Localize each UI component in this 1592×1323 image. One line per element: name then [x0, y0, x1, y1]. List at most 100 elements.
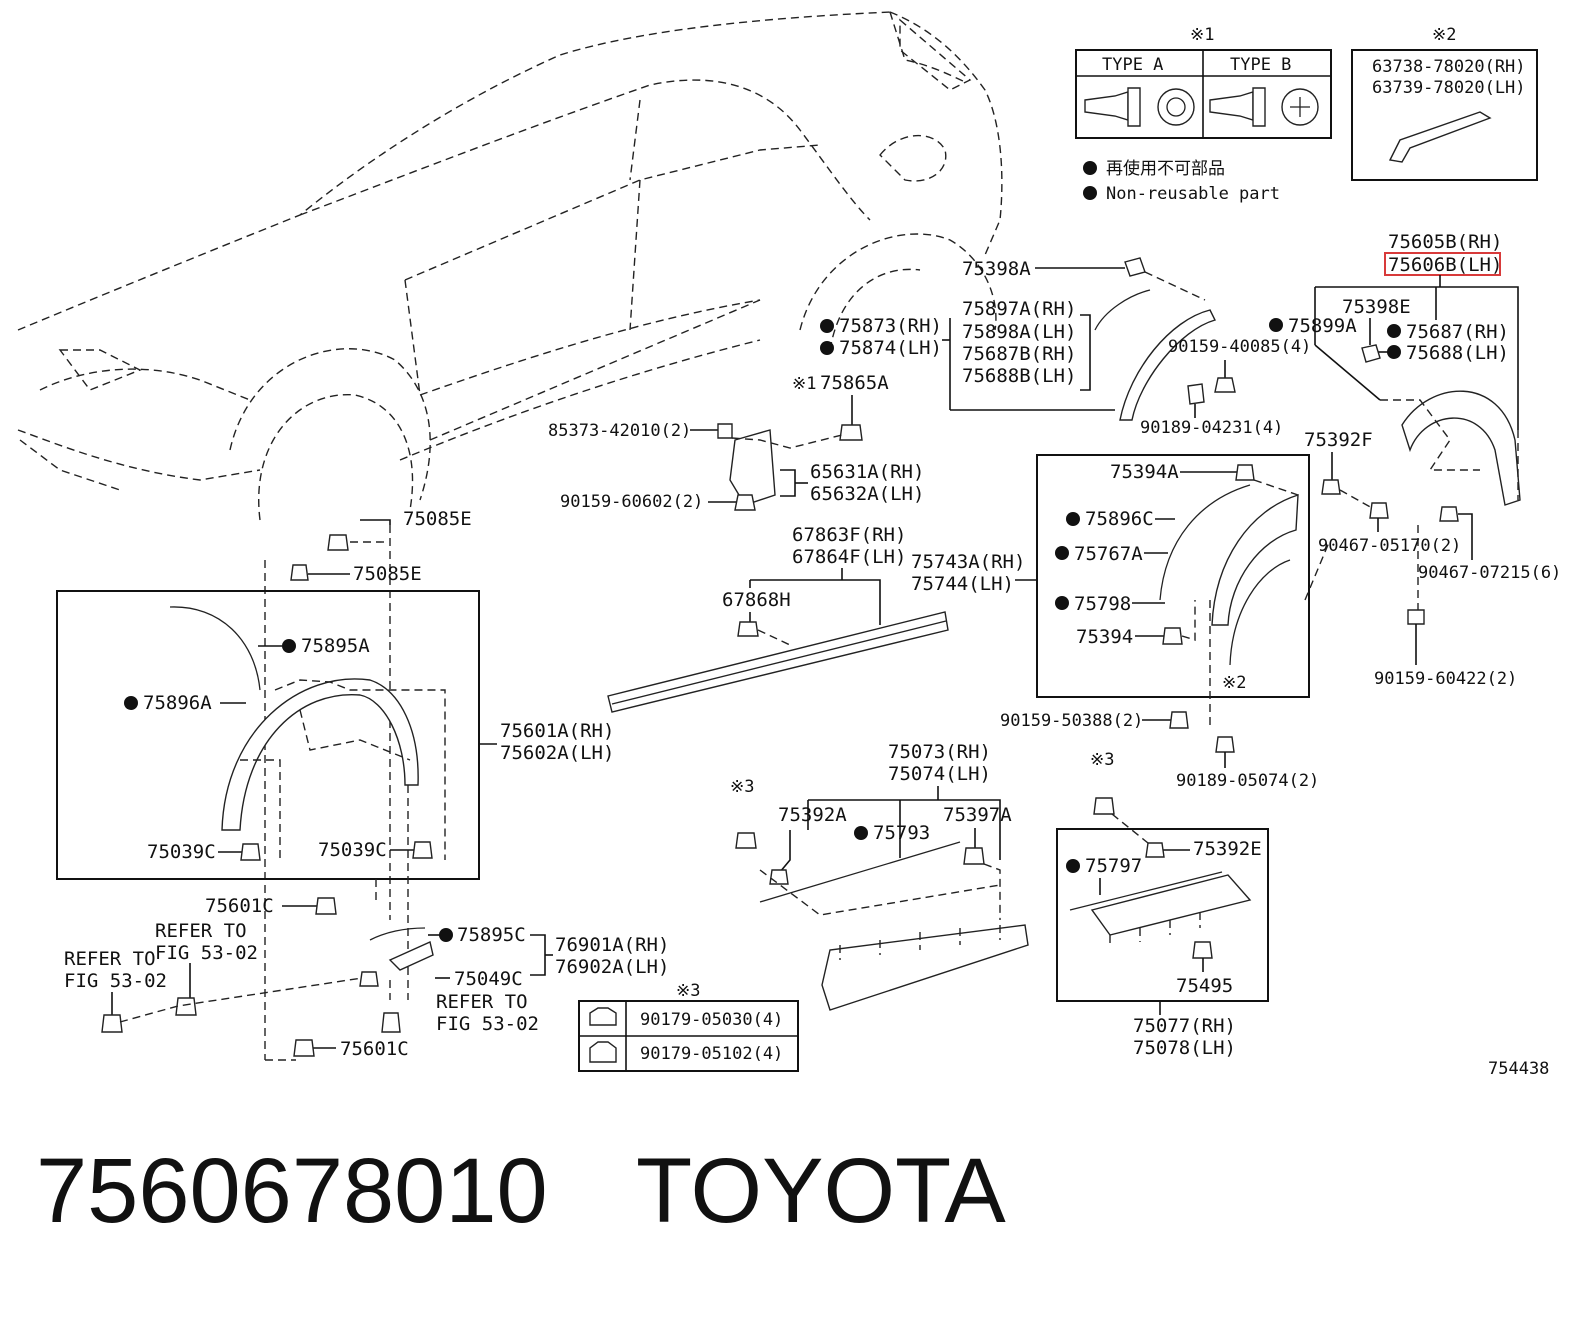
label-75896A: 75896A — [143, 692, 212, 714]
note2-ref-mark: ※2 — [1222, 673, 1246, 693]
refer-label-b: REFER TO — [64, 948, 156, 970]
label-75687: 75687(RH) — [1406, 321, 1509, 343]
clip-icon — [1361, 344, 1381, 363]
label-75392F: 75392F — [1304, 429, 1373, 451]
note1-ref-mark: ※1 — [792, 374, 816, 394]
arch-moulding-group: 75398A 75897A(RH) 75898A(LH) 75687B(RH) … — [820, 257, 1311, 438]
rear-rocker-extension-part — [1090, 874, 1252, 936]
label-90159-50388: 90159-50388(2) — [1000, 711, 1143, 731]
label-75797: 75797 — [1085, 855, 1142, 877]
nut-icon — [735, 832, 757, 849]
label-75873: 75873(RH) — [839, 315, 942, 337]
label-75073: 75073(RH) — [888, 741, 991, 763]
clip-icon — [1145, 842, 1165, 858]
right-clips: 75392F 90467-05170(2) 90467-07215(6) 901… — [1304, 429, 1561, 689]
clip-icon — [737, 621, 759, 637]
clip-type-b-icon — [1209, 87, 1319, 127]
front-fender-flare-part — [221, 678, 419, 831]
label-75601A: 75601A(RH) — [500, 720, 614, 742]
label-75865A: 75865A — [820, 372, 889, 394]
label-90159-40085: 90159-40085(4) — [1168, 337, 1311, 357]
note1-legend: ※1 TYPE A TYPE B 再使用不可部品 Non-reusable pa… — [1075, 25, 1332, 204]
note3-mark: ※3 — [676, 981, 700, 1001]
label-67864F: 67864F(LH) — [792, 546, 906, 568]
label-76902A: 76902A(LH) — [555, 956, 669, 978]
mudguard-group: 75394A 75896C 75767A 75798 75394 ※2 7574… — [911, 454, 1310, 698]
screw-icon — [734, 494, 756, 511]
highlight-box — [1384, 252, 1501, 276]
label-75602A: 75602A(LH) — [500, 742, 614, 764]
part-number-caption: 7560678010 — [36, 1140, 548, 1242]
nut-icon — [1093, 797, 1115, 815]
nut-icon — [589, 1007, 617, 1026]
label-75897A: 75897A(RH) — [962, 298, 1076, 320]
clip-icon — [412, 841, 433, 859]
note3-ref-mark-a: ※3 — [730, 777, 754, 797]
lower-clips: 90159-50388(2) 90189-05074(2) — [1000, 600, 1319, 791]
label-85373: 85373-42010(2) — [548, 421, 691, 441]
note3-row-2: 90179-05102(4) — [640, 1044, 783, 1064]
moulding-strip-icon — [1388, 111, 1492, 163]
clip-type-a-icon — [1084, 87, 1195, 127]
screw-icon — [1439, 506, 1459, 522]
screw-icon — [1407, 609, 1425, 625]
mudguard-part — [1211, 494, 1299, 626]
clip-icon — [717, 423, 733, 439]
clip-icon — [769, 869, 789, 885]
clip-icon — [290, 564, 309, 581]
rear-fender-flare-group: 75605B(RH) 75606B(LH) 75398E 75899A 7568… — [1269, 231, 1521, 506]
label-75898A: 75898A(LH) — [962, 321, 1076, 343]
screw-icon — [1214, 377, 1236, 393]
label-75767A: 75767A — [1074, 543, 1143, 565]
note3-ref-mark-b: ※3 — [1090, 750, 1114, 770]
note2-part-lh: 63739-78020(LH) — [1372, 78, 1526, 98]
clip-icon — [963, 847, 985, 865]
note3-row-1: 90179-05030(4) — [640, 1010, 783, 1030]
rocker-moulding-group: 67863F(RH) 67864F(LH) 67868H — [607, 524, 949, 713]
arch-moulding-part — [1119, 309, 1217, 421]
type-b-label: TYPE B — [1230, 55, 1291, 75]
label-75601C-b: 75601C — [340, 1038, 409, 1060]
label-75895A: 75895A — [301, 635, 370, 657]
label-75039C-b: 75039C — [318, 839, 387, 861]
refer-label-c: REFER TO — [436, 991, 528, 1013]
label-75074: 75074(LH) — [888, 763, 991, 785]
label-67868H: 67868H — [722, 589, 791, 611]
label-75398E: 75398E — [1342, 296, 1411, 318]
label-75397A: 75397A — [943, 804, 1012, 826]
note2-mark: ※2 — [1432, 25, 1456, 45]
label-90159-60602: 90159-60602(2) — [560, 492, 703, 512]
refer-label-a: REFER TO — [155, 920, 247, 942]
label-75605B: 75605B(RH) — [1388, 231, 1502, 253]
rear-lower-group: ※3 75797 75392E 75495 75077(RH) 75078(LH… — [1056, 750, 1269, 1059]
label-75495: 75495 — [1176, 975, 1233, 997]
label-75601C-a: 75601C — [205, 895, 274, 917]
label-75394A: 75394A — [1110, 461, 1179, 483]
screw-icon — [327, 534, 349, 551]
clip-icon — [315, 897, 337, 915]
bracket-part — [729, 429, 776, 506]
bracket-group: ※1 75865A 85373-42010(2) 65631A(RH) 6563… — [548, 372, 924, 512]
label-75798: 75798 — [1074, 593, 1131, 615]
label-75793: 75793 — [873, 822, 930, 844]
label-76901A: 76901A(RH) — [555, 934, 669, 956]
label-90189-05074: 90189-05074(2) — [1176, 771, 1319, 791]
nonreusable-jp: 再使用不可部品 — [1106, 158, 1225, 179]
nonreusable-en: Non-reusable part — [1106, 184, 1280, 204]
label-75085E-a: 75085E — [403, 508, 472, 530]
label-75049C: 75049C — [454, 968, 523, 990]
grommet-icon — [175, 997, 197, 1016]
screw-icon — [1369, 502, 1389, 519]
nut-icon — [589, 1041, 617, 1063]
label-75077: 75077(RH) — [1133, 1015, 1236, 1037]
clip-icon — [839, 424, 863, 441]
label-75078: 75078(LH) — [1133, 1037, 1236, 1059]
label-75687B: 75687B(RH) — [962, 343, 1076, 365]
label-75744: 75744(LH) — [911, 573, 1014, 595]
clip-icon — [240, 843, 261, 861]
label-90467-07215: 90467-07215(6) — [1418, 563, 1561, 583]
label-75606B: 75606B(LH) — [1388, 254, 1502, 276]
clip-icon — [381, 1012, 401, 1033]
vehicle-outline — [17, 11, 1003, 521]
rocker-panel-part — [821, 924, 1029, 1011]
